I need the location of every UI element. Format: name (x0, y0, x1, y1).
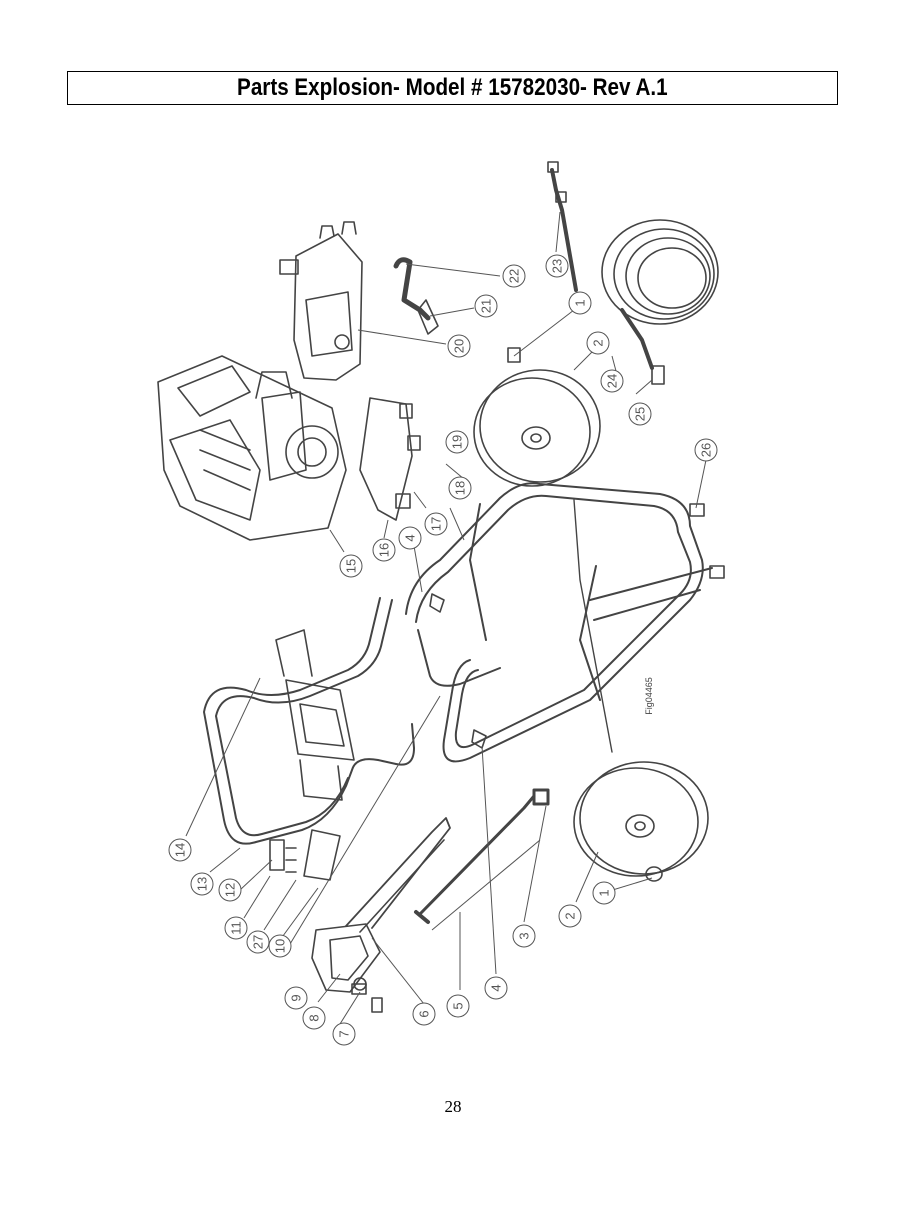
callout-label: 13 (195, 877, 210, 891)
callout-label: 21 (479, 299, 494, 313)
callout-label: 8 (307, 1014, 322, 1021)
callout-label: 1 (573, 299, 588, 306)
callout-label: 9 (289, 994, 304, 1001)
callout-label: 27 (251, 935, 266, 949)
page-number: 28 (444, 1097, 462, 1116)
callout-label: 10 (273, 939, 288, 953)
callout-label: 19 (450, 435, 465, 449)
callout-circles (168, 254, 718, 1046)
callout-label: 2 (591, 339, 606, 346)
handle-part (203, 597, 415, 845)
callout-label: 26 (699, 443, 714, 457)
wheel-lower-part (573, 761, 709, 882)
callout-label: 24 (605, 374, 620, 388)
callout-label: 6 (417, 1010, 432, 1017)
callout-label: 14 (173, 843, 188, 857)
callout-label: 4 (489, 984, 504, 991)
intake-tube-part (393, 257, 439, 335)
callout-label: 3 (517, 932, 532, 939)
spray-gun-part (311, 817, 451, 995)
hardware-part (371, 593, 487, 1013)
callout-label: 11 (229, 921, 244, 935)
nozzles-part (269, 829, 341, 881)
wand-part (414, 788, 550, 924)
callout-label: 23 (550, 259, 565, 273)
page-title: Parts Explosion- Model # 15782030- Rev A… (237, 74, 668, 101)
mount-plate-part (359, 397, 421, 521)
callout-label: 18 (453, 481, 468, 495)
callout-label: 7 (337, 1030, 352, 1037)
hose-coil-part (601, 219, 719, 385)
callout-label: 17 (429, 517, 444, 531)
callout-label: 25 (633, 407, 648, 421)
callout-label: 4 (403, 534, 418, 541)
callout-label: 16 (377, 543, 392, 557)
callout-label: 5 (451, 1002, 466, 1009)
pump-part (279, 221, 363, 381)
frame-part (405, 482, 713, 763)
spray-lance-part (547, 161, 578, 292)
callout-label: 22 (507, 269, 522, 283)
callout-label: 1 (597, 889, 612, 896)
callout-label: 20 (452, 339, 467, 353)
engine-part (157, 355, 347, 541)
figure-id: Fig04465 (644, 677, 654, 715)
control-panel-part (275, 629, 355, 801)
wheel-upper-part (473, 347, 601, 487)
callout-label: 2 (563, 912, 578, 919)
callout-label: 12 (223, 883, 238, 897)
leader-lines (185, 211, 707, 1025)
title-box: Parts Explosion- Model # 15782030- Rev A… (67, 71, 838, 105)
callout-label: 15 (344, 559, 359, 573)
